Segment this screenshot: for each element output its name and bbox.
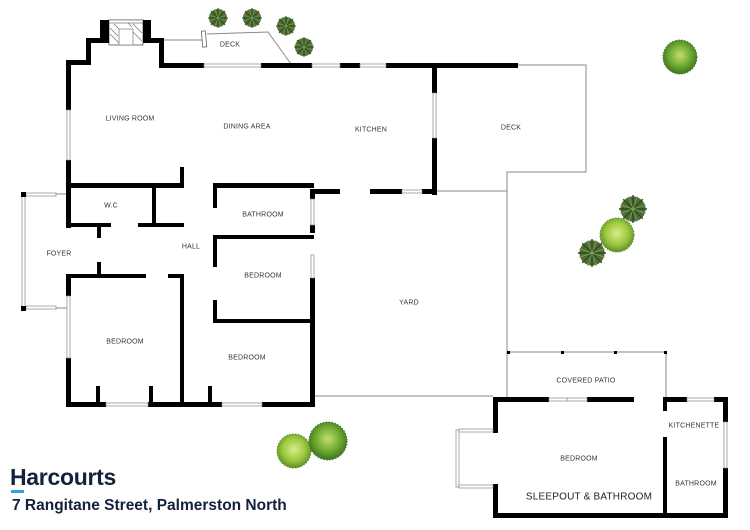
room-label-covered-patio: COVERED PATIO xyxy=(556,377,616,385)
room-label-wc: W.C xyxy=(104,202,118,210)
room-label-bedroom-left: BEDROOM xyxy=(106,338,144,346)
walls xyxy=(66,20,728,518)
bush-top-right xyxy=(662,39,698,75)
room-label-sleepout-title: SLEEPOUT & BATHROOM xyxy=(525,491,653,503)
windows xyxy=(21,63,728,489)
room-label-deck-right: DECK xyxy=(500,124,522,132)
bush-cluster-bottom xyxy=(276,421,348,469)
room-label-hall: HALL xyxy=(181,243,201,251)
room-label-bedroom-mid: BEDROOM xyxy=(244,272,282,280)
fireplace xyxy=(108,19,144,46)
room-label-bedroom-bottom: BEDROOM xyxy=(228,354,266,362)
room-label-kitchen: KITCHEN xyxy=(354,126,388,134)
room-label-deck-top: DECK xyxy=(219,41,241,49)
room-label-bathroom-main: BATHROOM xyxy=(242,211,284,219)
brand-accent-bar xyxy=(11,490,24,493)
room-label-living-room: LIVING ROOM xyxy=(105,115,155,123)
room-label-sleepout-bedroom: BEDROOM xyxy=(560,455,598,463)
room-label-yard: YARD xyxy=(399,299,419,307)
outline-lines xyxy=(23,31,667,488)
property-address: 7 Rangitane Street, Palmerston North xyxy=(12,497,287,514)
bush-cluster-right xyxy=(577,194,648,268)
room-label-kitchenette: KITCHENETTE xyxy=(668,422,720,430)
room-label-foyer: FOYER xyxy=(46,250,72,258)
brand-logo: Harcourts xyxy=(10,464,116,490)
vegetation xyxy=(207,7,698,469)
room-label-dining-area: DINING AREA xyxy=(223,123,271,131)
room-label-sleepout-bathroom: BATHROOM xyxy=(675,480,717,488)
